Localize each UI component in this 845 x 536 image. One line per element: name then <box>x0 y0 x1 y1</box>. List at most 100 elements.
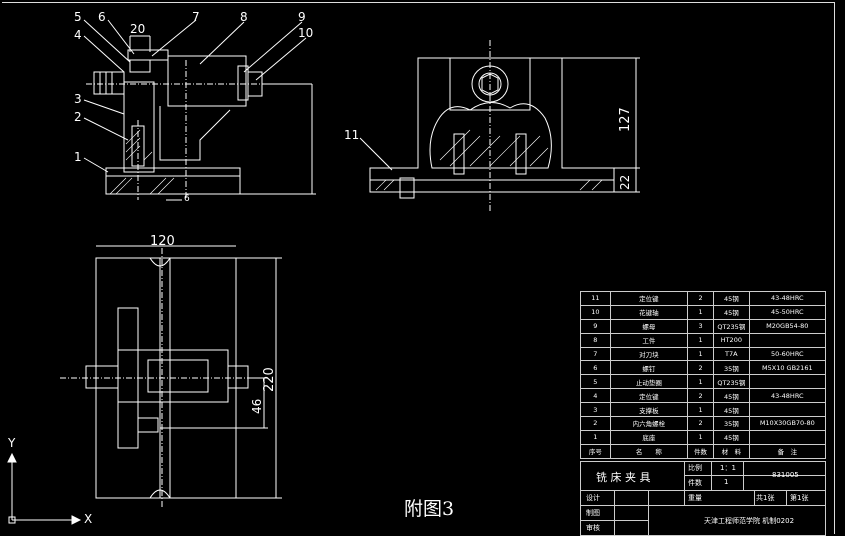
parts-cell-note <box>748 402 827 418</box>
design-label: 设计 <box>586 494 600 502</box>
dim-6: 6 <box>184 194 190 204</box>
parts-header-row: 序号名 称件数材 料备 注 <box>580 443 827 459</box>
draw-label: 制图 <box>586 509 600 517</box>
parts-cell-no: 9 <box>580 318 611 334</box>
callout-7: 7 <box>192 10 200 24</box>
parts-cell-qty: 1 <box>686 346 715 362</box>
parts-cell-no: 8 <box>580 332 611 348</box>
parts-cell-qty: 3 <box>686 318 715 334</box>
callout-10: 10 <box>298 26 314 40</box>
parts-header-note: 备 注 <box>748 443 827 459</box>
parts-cell-material: 35钢 <box>713 360 750 376</box>
sheets-total: 共1张 <box>756 494 775 502</box>
drawing-border <box>2 2 835 534</box>
parts-header-no: 序号 <box>580 443 611 459</box>
dim-127: 127 <box>618 107 633 132</box>
parts-cell-qty: 2 <box>686 388 715 404</box>
callout-5: 5 <box>74 10 82 24</box>
parts-cell-material: QT235钢 <box>713 318 750 334</box>
parts-cell-qty: 1 <box>686 332 715 348</box>
parts-cell-name: 螺钉 <box>609 360 688 376</box>
parts-cell-no: 1 <box>580 429 611 445</box>
parts-cell-name: 底座 <box>609 429 688 445</box>
parts-cell-material: 45钢 <box>713 304 750 320</box>
parts-cell-qty: 1 <box>686 304 715 320</box>
dim-46: 46 <box>250 398 264 414</box>
parts-header-material: 材 料 <box>713 443 750 459</box>
title-block: 铣 床 夹 具 比例 1：1 件数 1 831005 设计 重量 共1张 第1张… <box>580 461 826 536</box>
dim-220: 220 <box>262 367 277 392</box>
parts-cell-note: 45-50HRC <box>748 304 827 320</box>
callout-1: 1 <box>74 150 82 164</box>
parts-cell-material: HT200 <box>713 332 750 348</box>
parts-cell-note: 43-48HRC <box>748 291 827 306</box>
y-axis-label: Y <box>8 436 16 450</box>
parts-cell-material: T7A <box>713 346 750 362</box>
callout-4: 4 <box>74 28 82 42</box>
parts-cell-material: QT235钢 <box>713 374 750 390</box>
parts-cell-material: 45钢 <box>713 291 750 306</box>
parts-header-qty: 件数 <box>686 443 715 459</box>
parts-cell-name: 支撑板 <box>609 402 688 418</box>
parts-cell-no: 2 <box>580 416 611 431</box>
sheet-number: 第1张 <box>790 494 809 502</box>
scale-label: 比例 <box>688 464 702 472</box>
weight-label: 重量 <box>688 494 702 502</box>
parts-cell-note: 43-48HRC <box>748 388 827 404</box>
parts-cell-note <box>748 429 827 445</box>
parts-cell-note <box>748 332 827 348</box>
parts-cell-material: 35钢 <box>713 416 750 431</box>
ucs-axis-icon <box>7 452 82 525</box>
parts-cell-name: 螺母 <box>609 318 688 334</box>
figure-caption: 附图3 <box>404 498 455 520</box>
scale-value: 1：1 <box>720 464 736 472</box>
parts-cell-no: 5 <box>580 374 611 390</box>
review-label: 审核 <box>586 524 600 532</box>
parts-cell-material: 45钢 <box>713 388 750 404</box>
drawing-name: 铣 床 夹 具 <box>596 471 651 484</box>
parts-cell-material: 45钢 <box>713 402 750 418</box>
parts-cell-note: M20GB54-80 <box>748 318 827 334</box>
x-axis-label: X <box>84 512 93 526</box>
parts-cell-no: 4 <box>580 388 611 404</box>
callout-11: 11 <box>344 128 360 142</box>
parts-cell-note <box>748 374 827 390</box>
parts-cell-note: M10X30GB70-80 <box>748 416 827 431</box>
parts-cell-name: 对刀块 <box>609 346 688 362</box>
parts-cell-note: M5X10 GB2161 <box>748 360 827 376</box>
drawing-code: 831005 <box>772 471 799 479</box>
parts-cell-name: 工件 <box>609 332 688 348</box>
dim-22: 22 <box>618 174 632 190</box>
callout-6: 6 <box>98 10 106 24</box>
parts-cell-material: 45钢 <box>713 429 750 445</box>
parts-header-name: 名 称 <box>609 443 688 459</box>
parts-cell-qty: 1 <box>686 402 715 418</box>
parts-cell-qty: 2 <box>686 291 715 306</box>
school-name: 天津工程师范学院 机制0202 <box>704 517 795 525</box>
front-view <box>83 19 307 201</box>
parts-cell-note: 50-60HRC <box>748 346 827 362</box>
parts-cell-name: 止动垫圈 <box>609 374 688 390</box>
dim-20: 20 <box>130 22 146 36</box>
count-value: 1 <box>724 478 729 486</box>
parts-cell-qty: 1 <box>686 429 715 445</box>
parts-cell-qty: 2 <box>686 360 715 376</box>
parts-cell-name: 内六角螺栓 <box>609 416 688 431</box>
parts-cell-no: 6 <box>580 360 611 376</box>
callout-9: 9 <box>298 10 306 24</box>
parts-cell-no: 11 <box>580 291 611 306</box>
parts-cell-qty: 2 <box>686 416 715 431</box>
callout-8: 8 <box>240 10 248 24</box>
